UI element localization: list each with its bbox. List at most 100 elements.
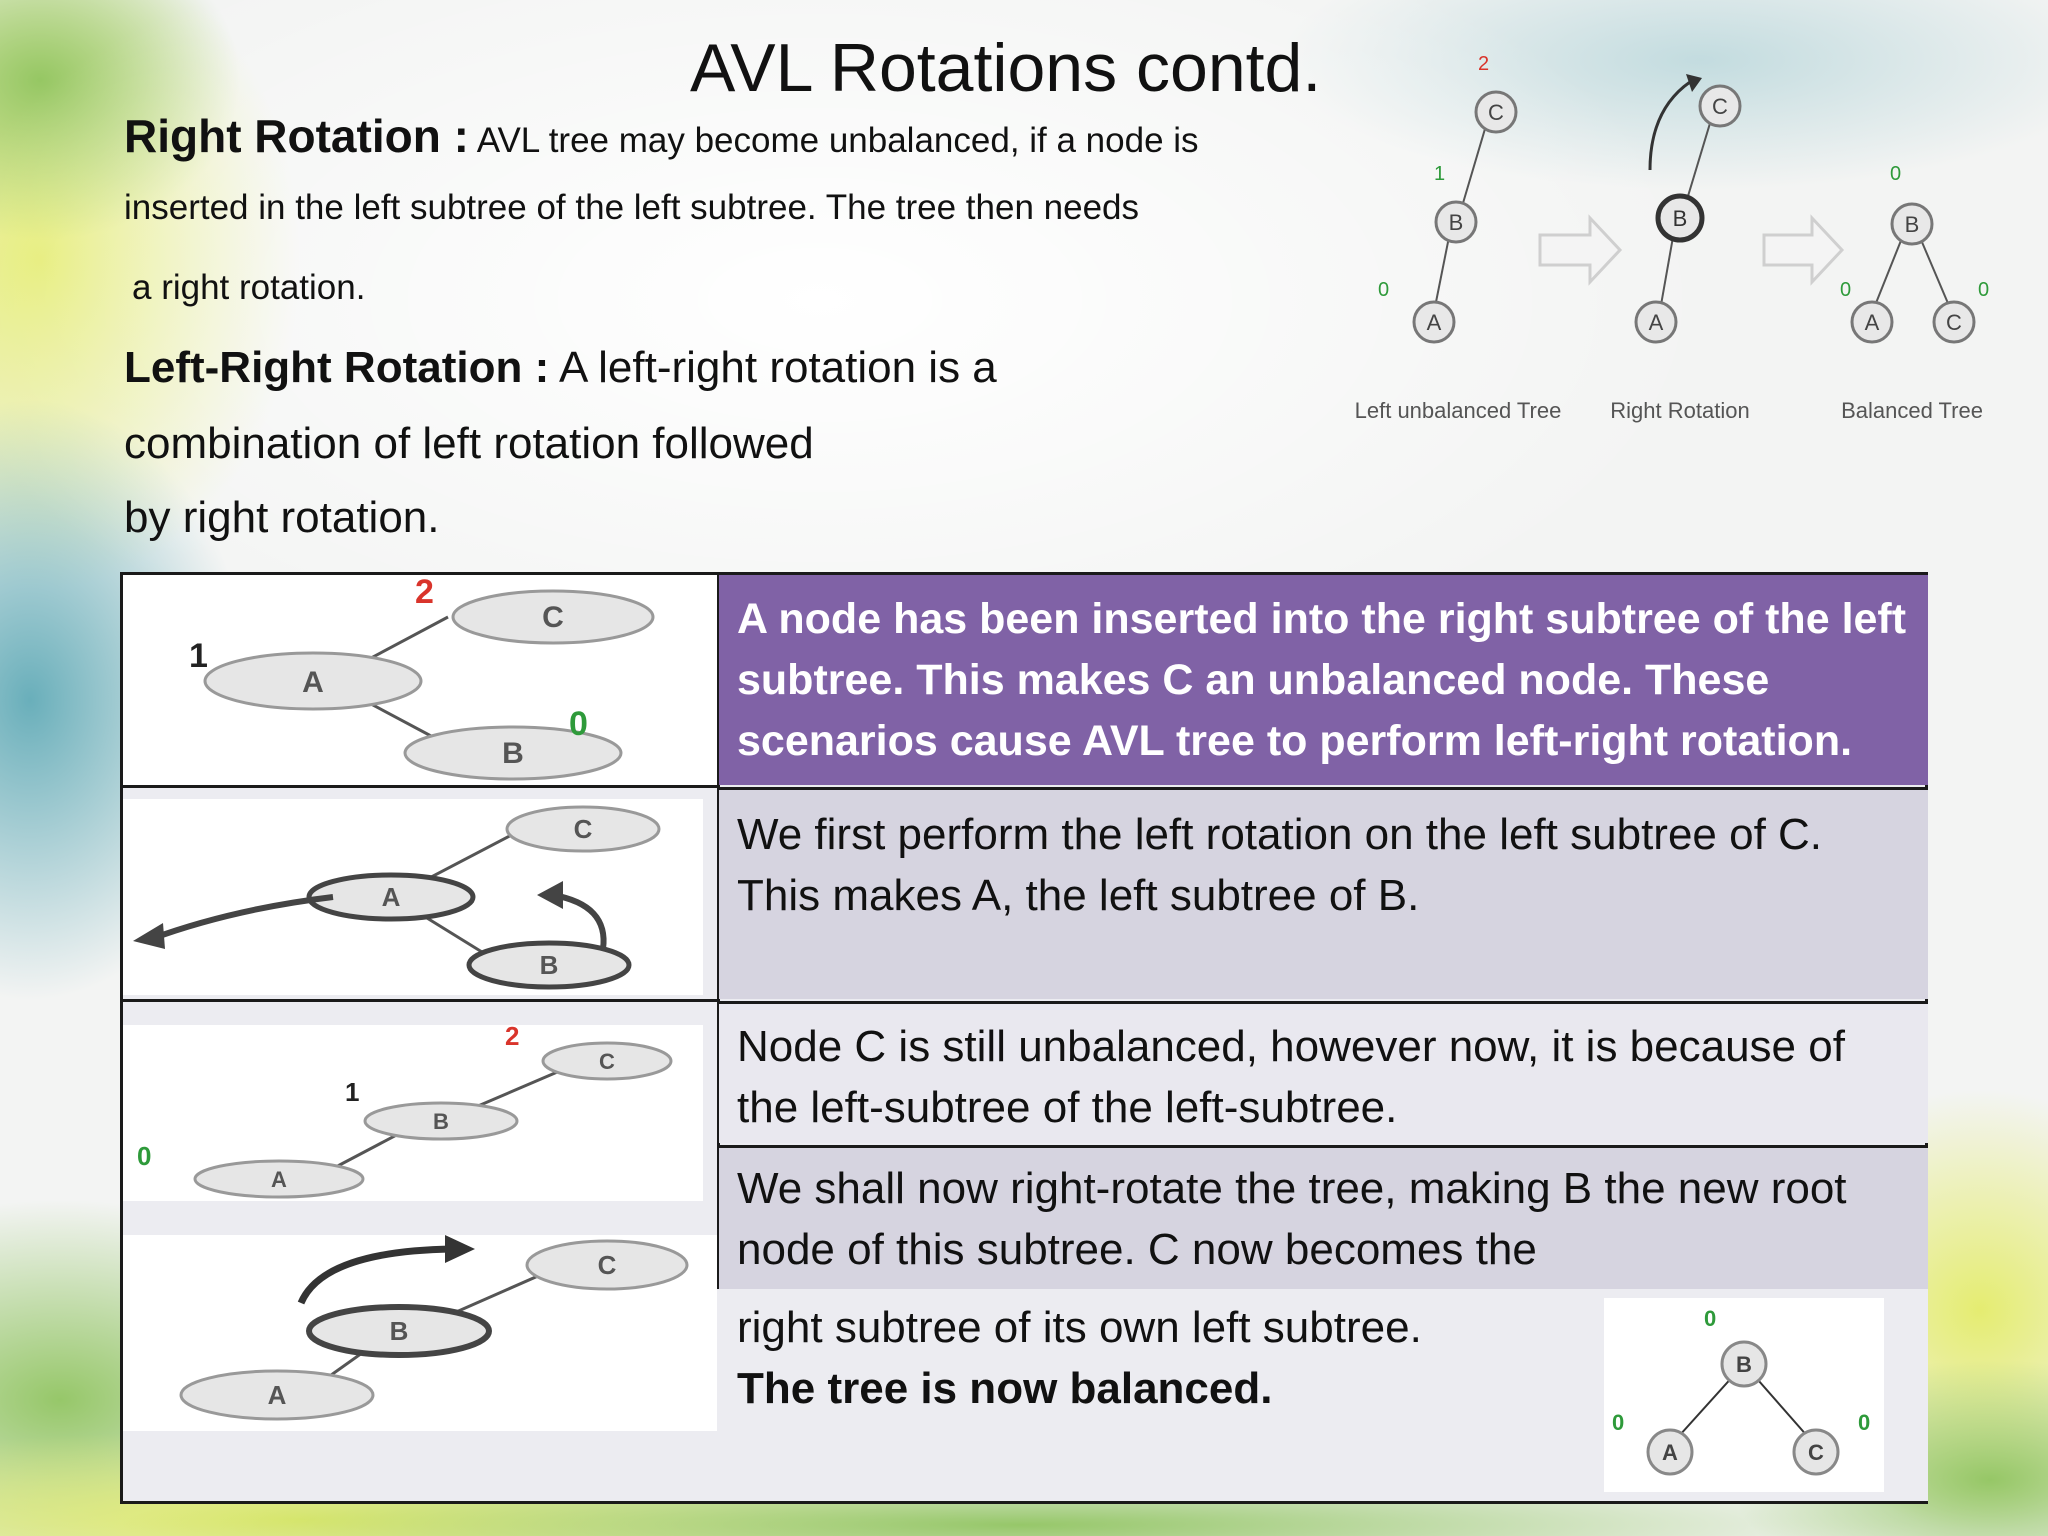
tree-node xyxy=(1850,300,1894,344)
balance-factor: 0 xyxy=(569,705,588,743)
tree-node xyxy=(363,1101,519,1141)
arrow-right-icon xyxy=(1538,214,1623,286)
balance-factor: 0 xyxy=(1704,1306,1716,1331)
tree-node xyxy=(306,1304,492,1358)
tree-node xyxy=(1634,300,1678,344)
tree-node xyxy=(1698,84,1742,128)
balance-factor: 1 xyxy=(1434,163,1445,185)
balance-factor: 0 xyxy=(1978,279,1989,301)
tree-node xyxy=(525,1239,689,1291)
node-label: B xyxy=(1449,210,1464,235)
left-right-rotation-line-1: Left-Right Rotation : A left-right rotat… xyxy=(124,338,997,398)
step-1-tree-image: C A B 2 1 0 xyxy=(123,575,717,785)
step-4-text: We shall now right-rotate the tree, maki… xyxy=(737,1164,1847,1274)
right-rotation-figure: C B A 2 1 0 C B A xyxy=(1350,40,1990,440)
tree-node xyxy=(1434,200,1478,244)
tree-node xyxy=(1720,1340,1768,1388)
right-rotation-heading: Right Rotation : xyxy=(124,110,469,162)
node-label: B xyxy=(540,950,559,980)
node-label: C xyxy=(1946,310,1962,335)
step-2-description: We first perform the left rotation on th… xyxy=(719,787,1928,999)
balance-factor: 0 xyxy=(1858,1410,1870,1435)
node-label: C xyxy=(1808,1440,1824,1465)
balance-factor: 0 xyxy=(1612,1410,1624,1435)
step-3-tree-image: C B A 2 1 0 xyxy=(123,1025,703,1201)
node-label: B xyxy=(502,737,524,770)
left-right-rotation-heading: Left-Right Rotation : xyxy=(124,343,550,392)
step-3-text: Node C is still unbalanced, however now,… xyxy=(737,1022,1845,1132)
tree-node xyxy=(1932,300,1976,344)
rotate-arrow-icon xyxy=(297,1245,454,1305)
balance-factor: 2 xyxy=(505,1025,519,1051)
balance-factor: 0 xyxy=(1840,279,1851,301)
step-2-tree-image: C A B xyxy=(123,799,703,995)
node-label: C xyxy=(598,1250,617,1280)
node-label: A xyxy=(271,1167,287,1192)
tree-node xyxy=(1792,1428,1840,1476)
left-right-rotation-table: C A B 2 1 0 C A B xyxy=(120,572,1928,1504)
node-label: B xyxy=(1736,1352,1752,1377)
node-label: C xyxy=(1488,100,1504,125)
step-1-description: A node has been inserted into the right … xyxy=(719,575,1928,785)
rotate-arrow-icon xyxy=(552,892,607,950)
rotating-tree: C B A xyxy=(1634,84,1742,344)
figure-caption: Balanced Tree xyxy=(1841,398,1983,423)
tree-node xyxy=(505,805,661,853)
tree-node xyxy=(403,725,623,781)
step-5-text: right subtree of its own left subtree. xyxy=(737,1303,1422,1352)
step-4-tree-image: C B A xyxy=(123,1235,717,1431)
balance-factor: 2 xyxy=(1478,53,1489,75)
tree-node xyxy=(451,589,655,645)
right-rotation-text-3: a right rotation. xyxy=(132,268,366,307)
node-label: B xyxy=(433,1109,449,1134)
node-label: C xyxy=(1712,94,1728,119)
node-label: C xyxy=(599,1049,615,1074)
step-3-description: Node C is still unbalanced, however now,… xyxy=(719,1001,1928,1143)
step-5-bold-text: The tree is now balanced. xyxy=(737,1364,1273,1413)
left-right-rotation-text-2: combination of left rotation followed xyxy=(124,419,814,468)
balanced-tree-image: B A C 0 0 0 xyxy=(1604,1298,1884,1492)
step-1-text: A node has been inserted into the right … xyxy=(737,595,1907,765)
tree-node xyxy=(1655,193,1705,243)
tree-node xyxy=(193,1159,365,1199)
node-label: A xyxy=(302,666,324,699)
node-label: A xyxy=(1662,1440,1678,1465)
node-label: C xyxy=(542,601,564,634)
node-label: A xyxy=(268,1380,287,1410)
step-4-description: We shall now right-rotate the tree, maki… xyxy=(719,1145,1928,1289)
tree-node xyxy=(1890,202,1934,246)
balance-factor: 1 xyxy=(189,637,208,675)
balance-factor: 0 xyxy=(1378,279,1389,301)
arrow-right-icon xyxy=(1762,214,1845,286)
node-label: B xyxy=(1673,206,1688,231)
row-divider xyxy=(123,785,719,788)
tree-node xyxy=(203,651,423,711)
tree-node xyxy=(306,872,476,922)
tree-node xyxy=(1646,1428,1694,1476)
slide-title: AVL Rotations contd. xyxy=(690,30,1322,106)
node-label: A xyxy=(382,882,401,912)
balanced-tree: B A C 0 0 0 xyxy=(1840,163,1989,344)
left-right-rotation-text-3: by right rotation. xyxy=(124,493,440,542)
node-label: A xyxy=(1427,310,1442,335)
node-label: B xyxy=(390,1316,409,1346)
balance-factor: 0 xyxy=(137,1141,151,1171)
tree-node xyxy=(1412,300,1456,344)
column-divider xyxy=(717,575,720,1289)
row-divider xyxy=(123,999,719,1002)
figure-caption: Right Rotation xyxy=(1610,398,1749,423)
tree-node xyxy=(541,1041,673,1081)
node-label: B xyxy=(1905,212,1920,237)
step-2-text: We first perform the left rotation on th… xyxy=(737,810,1823,920)
node-label: A xyxy=(1649,310,1664,335)
node-label: C xyxy=(574,814,593,844)
right-rotation-text-1: AVL tree may become unbalanced, if a nod… xyxy=(476,121,1199,160)
tree-node xyxy=(466,940,632,990)
balance-factor: 1 xyxy=(345,1077,359,1107)
unbalanced-tree: C B A 2 1 0 xyxy=(1378,53,1518,344)
left-right-rotation-text-1: A left-right rotation is a xyxy=(559,343,997,392)
right-rotation-text-2: inserted in the left subtree of the left… xyxy=(124,188,1139,227)
balance-factor: 2 xyxy=(415,575,434,611)
tree-node xyxy=(179,1369,375,1421)
rotate-arrow-icon xyxy=(149,894,334,942)
